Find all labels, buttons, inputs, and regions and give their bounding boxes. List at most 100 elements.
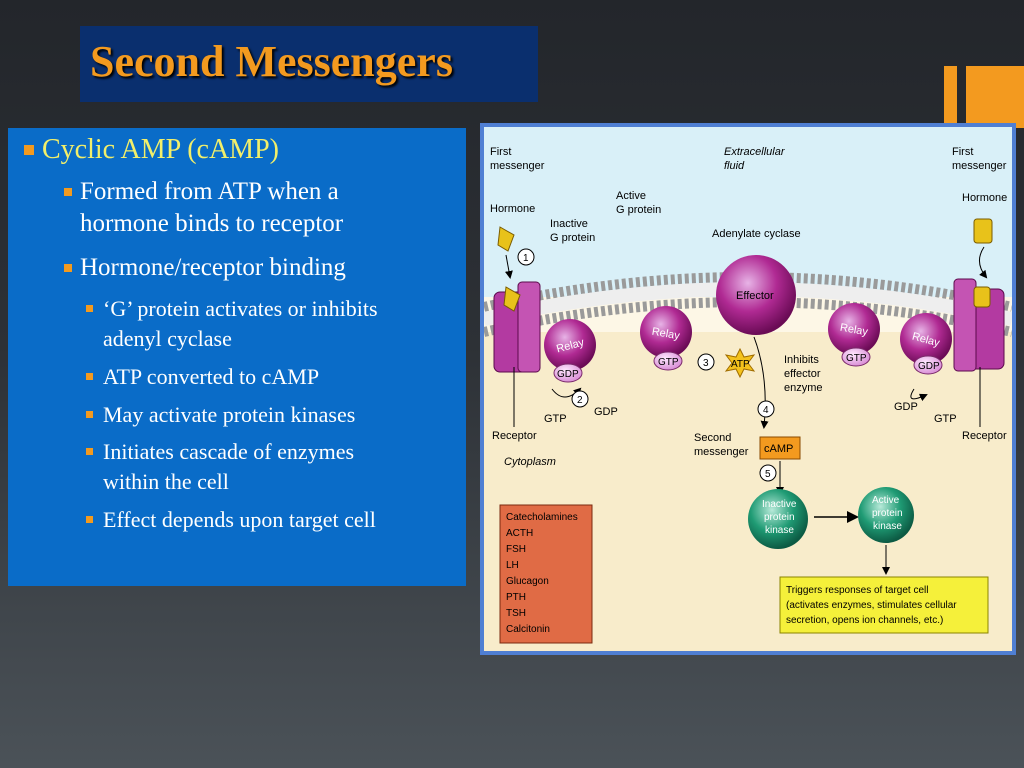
triggers-line: (activates enzymes, stimulates cellular [786,600,957,611]
inhibits-label: effector [784,368,821,380]
triggers-line: secretion, opens ion channels, etc.) [786,615,943,626]
bullet-line: Formed from ATP when a [80,178,339,205]
bullet-line: hormone binds to receptor [80,210,344,237]
step-number: 4 [763,405,769,416]
kinase-label: Active [872,495,900,506]
bullet-square-icon [86,373,93,380]
bullet-level3: Initiates cascade of enzymes within the … [86,437,461,497]
bullet-panel: Cyclic AMP (cAMP) Formed from ATP when a… [8,128,466,586]
gtp-label: GTP [934,413,957,425]
kinase-label: kinase [765,525,794,536]
hormone-list-item: ACTH [506,528,533,539]
gdp-label: GDP [894,401,918,413]
bullet-level2: Formed from ATP when a hormone binds to … [64,176,454,240]
bullet-square-icon [64,264,72,272]
step-marker [697,353,715,371]
hormone-list-item: LH [506,560,519,571]
hormone-list-item: TSH [506,608,526,619]
relay-inactive-left: Relay GDP [544,319,596,383]
gtp-label: GTP [544,413,567,425]
triggers-box: Triggers responses of target cell (activ… [779,576,989,634]
hormone-list-box: Catecholamines ACTH FSH LH Glucagon PTH … [499,504,593,644]
bullet-square-icon [86,448,93,455]
inactive-g-label: G protein [550,232,595,244]
hormone-label: Hormone [962,192,1007,204]
camp-label: cAMP [764,443,793,455]
bullet-line: Initiates cascade of enzymes [103,439,355,464]
bullet-square-icon [64,188,72,196]
bullet-text: ‘G’ protein activates or inhibits adenyl… [103,294,378,354]
bullet-level2: Hormone/receptor binding [64,252,454,284]
bullet-square-icon [86,411,93,418]
bullet-square-icon [86,516,93,523]
gtp-label: GTP [846,353,867,364]
bullet-text: Hormone/receptor binding [80,254,346,281]
relay-right-a: Relay GTP [828,303,880,367]
first-messenger-label: messenger [490,160,545,172]
receptor-label: Receptor [492,430,537,442]
inactive-protein-kinase: Inactive protein kinase [748,489,808,549]
hormone-list-item: PTH [506,592,526,603]
accent-bar-wide [966,66,1024,128]
bullet-text: Initiates cascade of enzymes within the … [103,437,354,497]
relay-active: Relay GTP [640,306,692,371]
adenylate-cyclase-label: Adenylate cyclase [712,228,801,240]
slide-title: Second Messengers [90,37,453,86]
relay-right-b: Relay GDP [900,313,952,375]
step-marker [759,464,777,482]
step-number: 5 [765,469,771,480]
hormone-list-item: Glucagon [506,576,549,587]
gtp-label: GTP [658,357,679,368]
atp-star-icon: ATP [724,347,756,379]
bullet-square-icon [86,305,93,312]
kinase-label: kinase [873,521,902,532]
camp-box [759,436,801,460]
bullet-text: Formed from ATP when a hormone binds to … [80,176,343,240]
hormone-label: Hormone [490,203,535,215]
bullet-level3: ATP converted to cAMP [86,362,461,392]
hormone-shape-icon [973,218,993,244]
bullet-text: ATP converted to cAMP [103,364,320,389]
second-messenger-label: messenger [694,446,749,458]
cytoplasm-label: Cytoplasm [504,456,556,468]
bullet-text: Cyclic AMP (cAMP) [42,134,279,165]
inactive-g-label: Inactive [550,218,588,230]
second-messenger-label: Second [694,432,731,444]
bullet-level3: Effect depends upon target cell [86,505,461,535]
bullet-square-icon [24,145,34,155]
title-bar: Second Messengers [80,26,538,102]
bullet-level3: ‘G’ protein activates or inhibits adenyl… [86,294,461,354]
kinase-label: Inactive [762,499,797,510]
first-messenger-label: messenger [952,160,1007,172]
inhibits-label: Inhibits [784,354,819,366]
bullet-text: May activate protein kinases [103,402,356,427]
diagram-canvas: First messenger Extracellular fluid Firs… [482,127,1014,651]
bullet-line: within the cell [103,469,229,494]
hormone-shape-icon [497,226,515,252]
step-number: 3 [703,358,709,369]
kinase-label: protein [872,508,903,519]
camp-pathway-diagram: First messenger Extracellular fluid Firs… [482,127,1014,651]
step-number: 2 [577,395,583,406]
arrow-icon [910,388,928,402]
hormone-list-item: Calcitonin [506,624,550,635]
first-messenger-label: First [952,146,973,158]
arrow-icon [979,246,988,279]
bullet-line: adenyl cyclase [103,326,232,351]
hormone-list-item: Catecholamines [506,512,578,523]
step-marker [757,400,775,418]
active-g-label: Active [616,190,646,202]
step-number: 1 [523,253,529,264]
bullet-level1: Cyclic AMP (cAMP) [24,134,279,166]
active-protein-kinase: Active protein kinase [858,487,914,543]
active-g-label: G protein [616,204,661,216]
step-marker [571,390,589,408]
gdp-label: GDP [594,406,618,418]
kinase-label: protein [764,512,795,523]
hormone-list-item: FSH [506,544,526,555]
relay-label: Relay [651,326,681,343]
receptor-left [493,281,541,373]
step-marker [517,248,535,266]
bullet-line: ‘G’ protein activates or inhibits [103,296,378,321]
inhibits-label: enzyme [784,382,823,394]
